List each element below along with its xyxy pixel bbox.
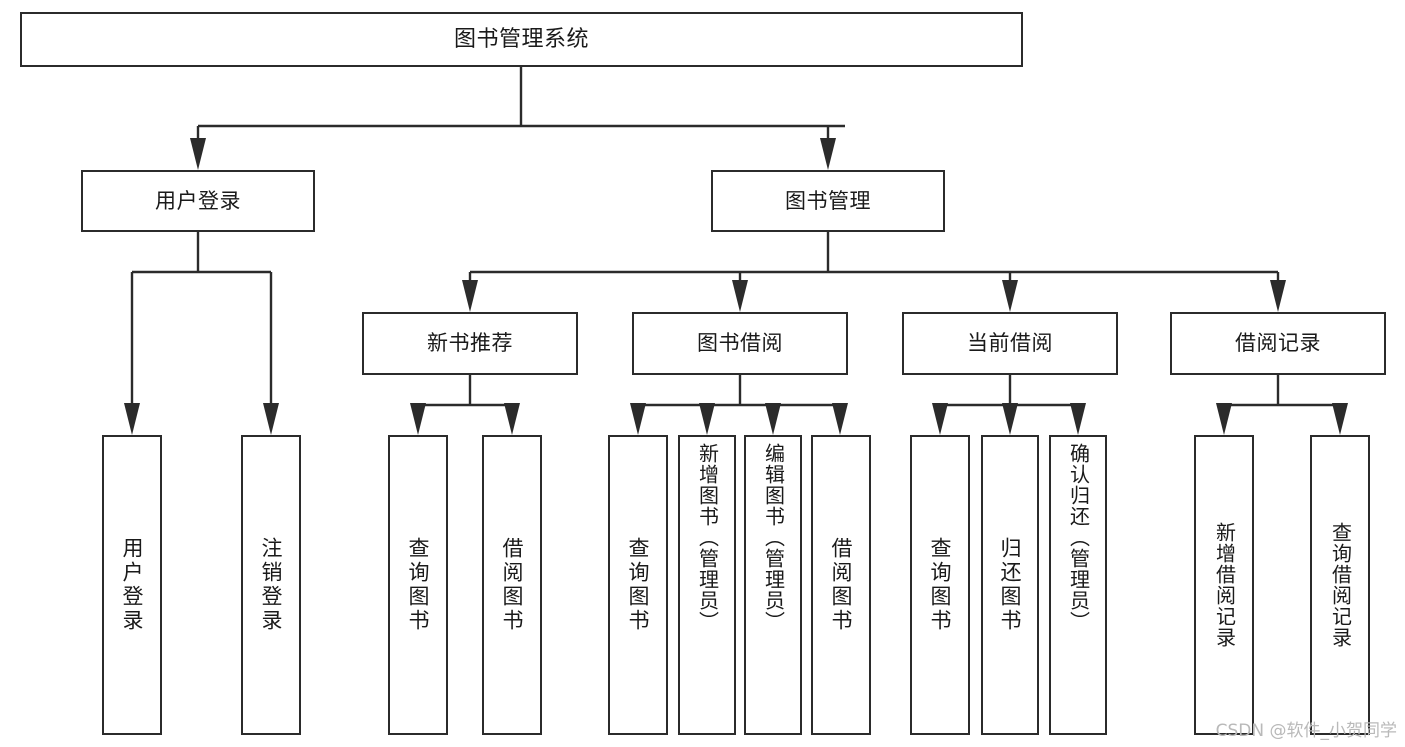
node-label: 借阅记录 [1235,331,1321,356]
node-label: 图书管理 [785,188,871,213]
leaf-confirm-return-admin[interactable]: 确认归还（管理员） [1049,435,1107,735]
leaf-query-borrow-record[interactable]: 查询借阅记录 [1310,435,1370,735]
leaf-query-book-1[interactable]: 查询图书 [388,435,448,735]
node-label: 当前借阅 [967,331,1053,356]
node-label: 注销登录 [259,537,284,633]
node-user-login[interactable]: 用户登录 [81,170,315,232]
node-label: 借阅图书 [829,537,854,633]
node-label: 编辑图书（管理员） [761,443,786,632]
leaf-add-book-admin[interactable]: 新增图书（管理员） [678,435,736,735]
leaf-borrow-book-1[interactable]: 借阅图书 [482,435,542,735]
node-current-borrow[interactable]: 当前借阅 [902,312,1118,375]
node-label: 确认归还（管理员） [1066,443,1091,632]
leaf-add-borrow-record[interactable]: 新增借阅记录 [1194,435,1254,735]
node-label: 查询图书 [928,537,953,633]
node-label: 图书借阅 [697,331,783,356]
node-label: 新增借阅记录 [1212,522,1237,648]
node-label: 用户登录 [155,188,241,213]
node-label: 用户登录 [120,537,145,633]
node-new-book-recommend[interactable]: 新书推荐 [362,312,578,375]
leaf-borrow-book-2[interactable]: 借阅图书 [811,435,871,735]
leaf-return-book[interactable]: 归还图书 [981,435,1039,735]
node-book-manage[interactable]: 图书管理 [711,170,945,232]
node-label: 归还图书 [998,537,1023,633]
node-borrow-record[interactable]: 借阅记录 [1170,312,1386,375]
node-label: 新书推荐 [427,331,513,356]
node-book-borrow[interactable]: 图书借阅 [632,312,848,375]
node-label: 查询图书 [626,537,651,633]
node-root-图书管理系统[interactable]: 图书管理系统 [20,12,1023,67]
leaf-edit-book-admin[interactable]: 编辑图书（管理员） [744,435,802,735]
node-label: 新增图书（管理员） [695,443,720,632]
leaf-user-login[interactable]: 用户登录 [102,435,162,735]
node-label: 查询图书 [406,537,431,633]
leaf-query-book-3[interactable]: 查询图书 [910,435,970,735]
node-label: 借阅图书 [500,537,525,633]
node-label: 查询借阅记录 [1328,522,1353,648]
csdn-watermark: CSDN @软件_小贺同学 [1215,721,1397,741]
leaf-logout[interactable]: 注销登录 [241,435,301,735]
leaf-query-book-2[interactable]: 查询图书 [608,435,668,735]
node-label: 图书管理系统 [453,26,589,52]
